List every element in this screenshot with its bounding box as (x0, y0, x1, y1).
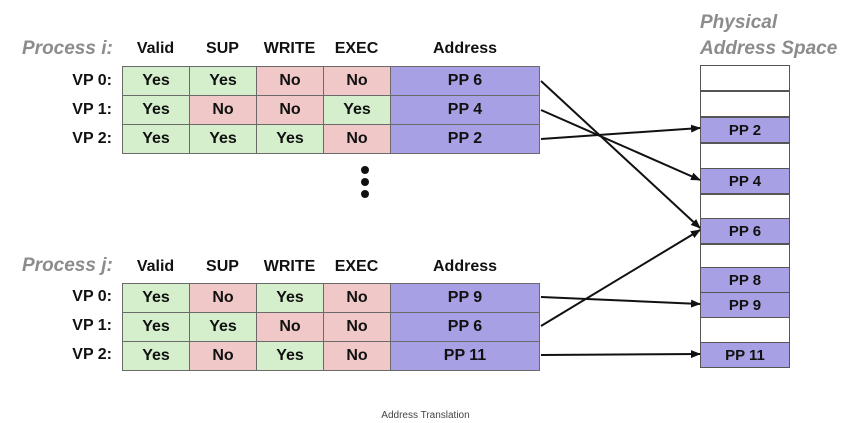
write-cell: No (256, 312, 324, 342)
process-j-title: Process j: (22, 255, 113, 276)
ellipsis-dot (361, 166, 369, 174)
arrow-i-vp2-to-pp2 (540, 124, 701, 140)
header-valid-i: Valid (136, 40, 175, 57)
address-cell: PP 6 (390, 312, 540, 342)
exec-cell: No (323, 66, 391, 96)
caption: Address Translation (381, 410, 470, 421)
header-address-i: Address (432, 40, 498, 57)
physical-slot-pp4: PP 4 (700, 168, 790, 194)
arrow-i-vp0-to-pp6 (540, 80, 701, 229)
header-sup-j: SUP (206, 258, 239, 275)
physical-slot-pp9: PP 9 (700, 292, 790, 318)
valid-cell: Yes (122, 283, 190, 313)
sup-cell: No (189, 95, 257, 125)
write-cell: Yes (256, 124, 324, 154)
arrow-j-vp0-to-pp9 (540, 296, 701, 308)
header-write-j: WRITE (263, 258, 316, 275)
physical-slot-pp11: PP 11 (700, 342, 790, 368)
vp-label: VP 1: (72, 317, 112, 334)
valid-cell: Yes (122, 95, 190, 125)
vp-label: VP 0: (72, 288, 112, 305)
arrow-j-vp1-to-pp6 (540, 229, 701, 327)
physical-slot (700, 91, 790, 117)
vp-label: VP 1: (72, 101, 112, 118)
address-cell: PP 6 (390, 66, 540, 96)
write-cell: Yes (256, 341, 324, 371)
sup-cell: Yes (189, 124, 257, 154)
header-exec-j: EXEC (334, 258, 379, 275)
address-cell: PP 11 (390, 341, 540, 371)
process-i-title: Process i: (22, 38, 113, 59)
sup-cell: No (189, 283, 257, 313)
header-write-i: WRITE (263, 40, 316, 57)
valid-cell: Yes (122, 341, 190, 371)
header-exec-i: EXEC (334, 40, 379, 57)
physical-title-line1: Physical (700, 12, 778, 33)
sup-cell: No (189, 341, 257, 371)
exec-cell: No (323, 124, 391, 154)
arrow-j-vp2-to-pp11 (540, 350, 701, 359)
physical-address-space-title: Physical Address Space (700, 10, 837, 62)
write-cell: Yes (256, 283, 324, 313)
valid-cell: Yes (122, 124, 190, 154)
exec-cell: Yes (323, 95, 391, 125)
physical-slot-pp2: PP 2 (700, 117, 790, 143)
physical-slot-pp8: PP 8 (700, 267, 790, 293)
valid-cell: Yes (122, 66, 190, 96)
physical-slot (700, 143, 790, 169)
address-cell: PP 4 (390, 95, 540, 125)
physical-slot (700, 244, 790, 270)
vp-label: VP 2: (72, 346, 112, 363)
ellipsis-dot (361, 178, 369, 186)
header-sup-i: SUP (206, 40, 239, 57)
physical-title-line2: Address Space (700, 38, 838, 59)
ellipsis-dot (361, 190, 369, 198)
vp-label: VP 0: (72, 72, 112, 89)
valid-cell: Yes (122, 312, 190, 342)
physical-slot (700, 65, 790, 91)
header-valid-j: Valid (136, 258, 175, 275)
arrow-i-vp1-to-pp4 (540, 109, 701, 181)
vp-label: VP 2: (72, 130, 112, 147)
address-cell: PP 2 (390, 124, 540, 154)
header-address-j: Address (432, 258, 498, 275)
write-cell: No (256, 95, 324, 125)
